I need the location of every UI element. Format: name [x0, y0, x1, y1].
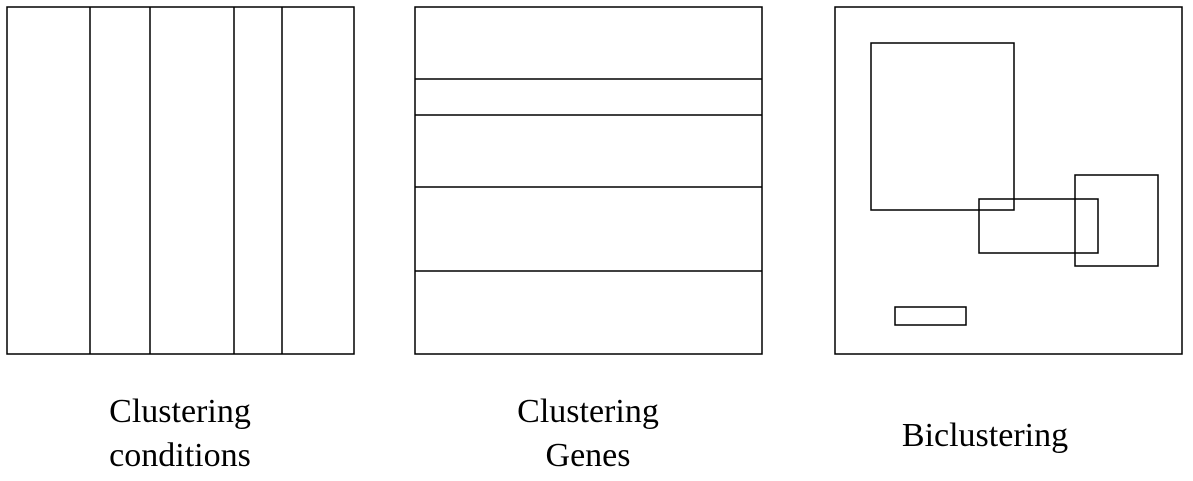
caption-clustering-genes: Clustering Genes	[438, 390, 738, 478]
caption-line: Genes	[545, 437, 631, 474]
bicluster-block	[978, 198, 1099, 254]
panel-biclustering	[834, 6, 1183, 355]
matrix-frame	[414, 6, 763, 355]
caption-line: Clustering	[517, 393, 659, 430]
bicluster-block	[870, 42, 1015, 211]
bicluster-block	[894, 306, 967, 326]
caption-biclustering: Biclustering	[835, 414, 1135, 458]
caption-line: Clustering	[109, 393, 251, 430]
panel-clustering-genes	[414, 6, 763, 355]
panel-clustering-conditions	[6, 6, 355, 355]
matrix-frame	[834, 6, 1183, 355]
caption-line: conditions	[109, 437, 251, 474]
caption-line: Biclustering	[901, 417, 1069, 454]
matrix-frame	[6, 6, 355, 355]
caption-clustering-conditions: Clustering conditions	[30, 390, 330, 478]
bicluster-block	[1074, 174, 1159, 267]
